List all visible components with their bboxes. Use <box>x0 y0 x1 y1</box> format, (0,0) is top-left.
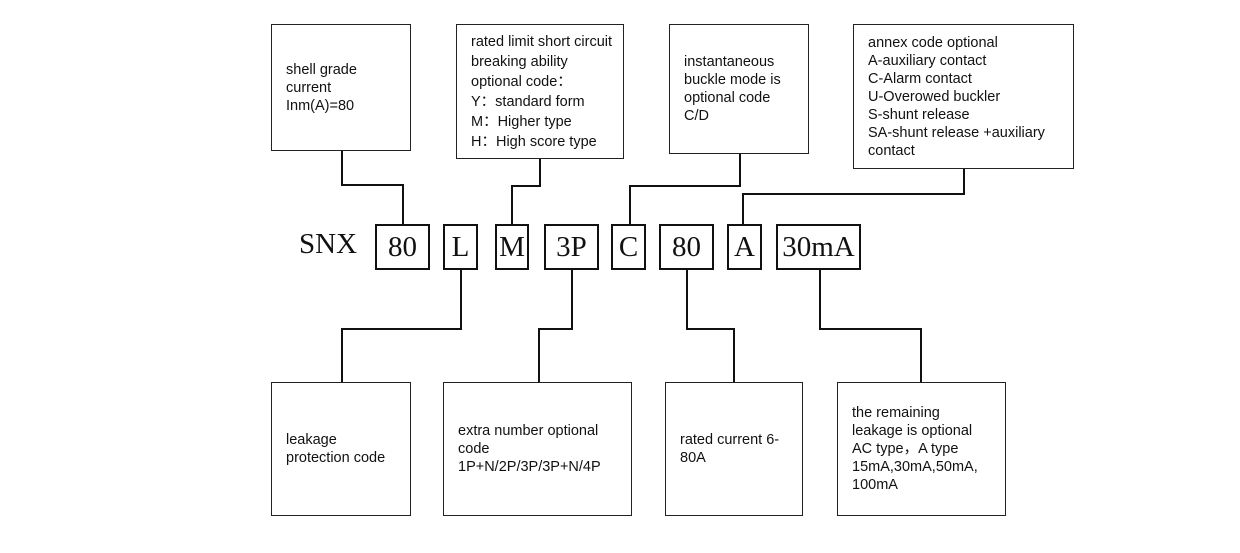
connector-pole-number <box>538 270 573 382</box>
connector-shell-grade <box>341 151 404 224</box>
connector-rated-current <box>686 270 735 382</box>
code-segment-leakage-protection: L <box>443 224 478 270</box>
code-segment-rated-current: 80 <box>659 224 714 270</box>
note-annex-code: annex code optional A-auxiliary contact … <box>853 24 1074 169</box>
code-segment-annex-code: A <box>727 224 762 270</box>
note-buckle-mode: instantaneous buckle mode is optional co… <box>669 24 809 154</box>
note-rated-current: rated current 6- 80A <box>665 382 803 516</box>
note-shell-grade: shell grade current Inm(A)=80 <box>271 24 411 151</box>
connector-annex-code <box>742 169 965 224</box>
note-breaking-ability: rated limit short circuit breaking abili… <box>456 24 624 159</box>
code-segment-leakage-type: 30mA <box>776 224 861 270</box>
connector-leakage-protection <box>341 270 462 382</box>
model-prefix: SNX <box>299 228 358 260</box>
code-segment-pole-number: 3P <box>544 224 599 270</box>
connector-leakage-type <box>819 270 922 382</box>
code-segment-breaking-ability: M <box>495 224 529 270</box>
code-segment-shell-grade: 80 <box>375 224 430 270</box>
code-segment-buckle-mode: C <box>611 224 646 270</box>
connector-breaking-ability <box>511 159 541 224</box>
connector-buckle-mode <box>629 154 741 224</box>
note-pole-number: extra number optional code 1P+N/2P/3P/3P… <box>443 382 632 516</box>
note-leakage-type: the remaining leakage is optional AC typ… <box>837 382 1006 516</box>
note-leakage-protection: leakage protection code <box>271 382 411 516</box>
